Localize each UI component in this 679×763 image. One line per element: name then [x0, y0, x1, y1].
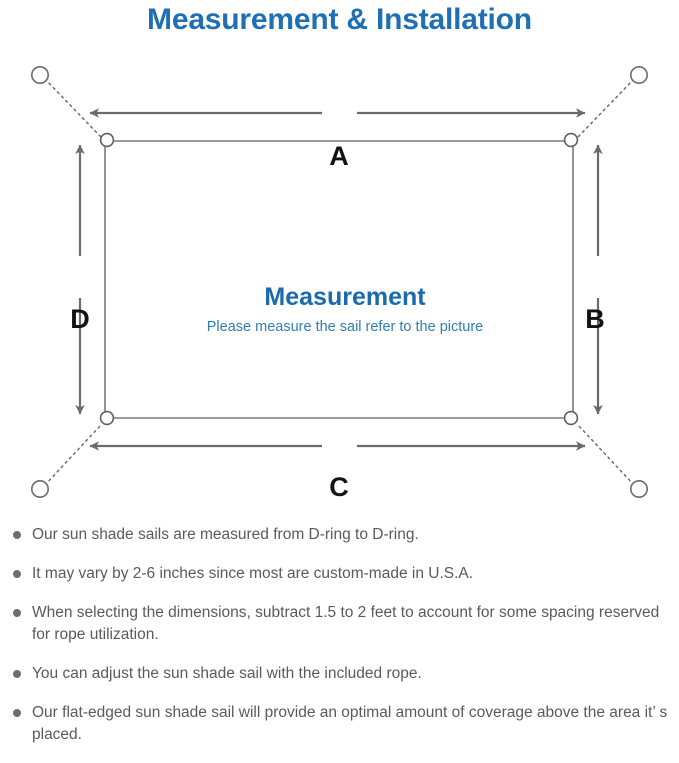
- list-item: When selecting the dimensions, subtract …: [0, 602, 679, 646]
- notes-list: Our sun shade sails are measured from D-…: [0, 524, 679, 763]
- infographic-page: Measurement & Installation: [0, 3, 679, 743]
- rope-dotted-line: [44, 78, 635, 486]
- page-title: Measurement & Installation: [147, 3, 532, 36]
- measurement-diagram: Measurement Please measure the sail refe…: [0, 44, 679, 520]
- list-item: Our sun shade sails are measured from D-…: [0, 524, 679, 546]
- list-item: Our flat-edged sun shade sail will provi…: [0, 702, 679, 746]
- bullet-icon: [13, 709, 21, 717]
- list-item-text: You can adjust the sun shade sail with t…: [32, 665, 422, 682]
- dimension-label-c: C: [329, 472, 349, 502]
- dimension-label-b: B: [585, 304, 605, 334]
- bullet-icon: [13, 670, 21, 678]
- bullet-icon: [13, 570, 21, 578]
- bullet-icon: [13, 531, 21, 539]
- list-item-text: When selecting the dimensions, subtract …: [32, 604, 660, 643]
- dimension-label-d: D: [70, 304, 90, 334]
- bullet-icon: [13, 609, 21, 617]
- list-item: It may vary by 2-6 inches since most are…: [0, 563, 679, 585]
- dimension-label-a: A: [329, 141, 349, 171]
- list-item: You can adjust the sun shade sail with t…: [0, 663, 679, 685]
- list-item-text: It may vary by 2-6 inches since most are…: [32, 565, 474, 582]
- list-item-text: Our sun shade sails are measured from D-…: [32, 526, 419, 543]
- diagram-svg: [30, 65, 648, 498]
- list-item-text: Our flat-edged sun shade sail will provi…: [32, 704, 668, 743]
- anchor-point-circle: [30, 65, 648, 498]
- sail-rectangle: [104, 140, 574, 419]
- d-ring: [99, 132, 579, 426]
